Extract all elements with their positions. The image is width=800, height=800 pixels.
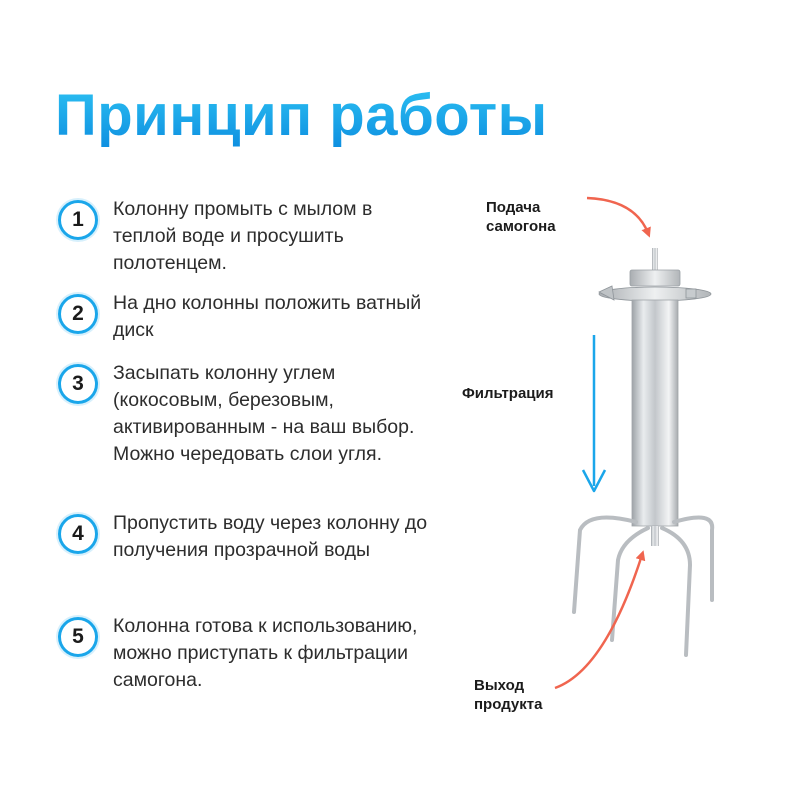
step-2: 2 На дно колонны положить ватный диск xyxy=(58,290,438,344)
step-text: Засыпать колонну углем (кокосовым, берез… xyxy=(113,362,415,465)
step-number-badge: 5 xyxy=(58,617,98,657)
outlet-arrow xyxy=(554,550,646,690)
filtration-arrow-head xyxy=(581,469,607,493)
output-label-line-2: продукта xyxy=(474,696,543,713)
step-number-badge: 1 xyxy=(58,200,98,240)
inlet-pipe xyxy=(652,248,658,272)
column-legs xyxy=(572,515,715,657)
step-number-badge: 4 xyxy=(58,514,98,554)
step-number-badge: 2 xyxy=(58,294,98,334)
step-3: 3 Засыпать колонну углем (кокосовым, бер… xyxy=(58,360,438,468)
column-body xyxy=(631,299,679,527)
inlet-arrow xyxy=(586,196,651,238)
step-5: 5 Колонна готова к использованию, можно … xyxy=(58,613,438,694)
input-label-line-2: самогона xyxy=(486,218,556,235)
step-text: На дно колонны положить ватный диск xyxy=(113,292,422,341)
step-text: Колонна готова к использованию, можно пр… xyxy=(113,615,418,691)
top-cap xyxy=(629,269,681,287)
clamp-handle xyxy=(598,285,615,301)
outlet-pipe xyxy=(651,526,659,546)
step-1: 1 Колонну промыть с мылом в теплой воде … xyxy=(58,196,438,277)
clamp-screw xyxy=(685,288,697,299)
output-label: Выход продукта xyxy=(474,676,542,714)
filtration-label: Фильтрация xyxy=(462,385,554,402)
page-title: Принцип работы xyxy=(55,83,548,148)
step-number-badge: 3 xyxy=(58,364,98,404)
input-label: Подача самогона xyxy=(486,198,556,236)
output-label-line-1: Выход xyxy=(474,677,525,694)
step-4: 4 Пропустить воду через колонну до получ… xyxy=(58,510,438,564)
input-label-line-1: Подача xyxy=(486,199,541,216)
step-text: Пропустить воду через колонну до получен… xyxy=(113,512,428,561)
step-text: Колонну промыть с мылом в теплой воде и … xyxy=(113,198,373,274)
